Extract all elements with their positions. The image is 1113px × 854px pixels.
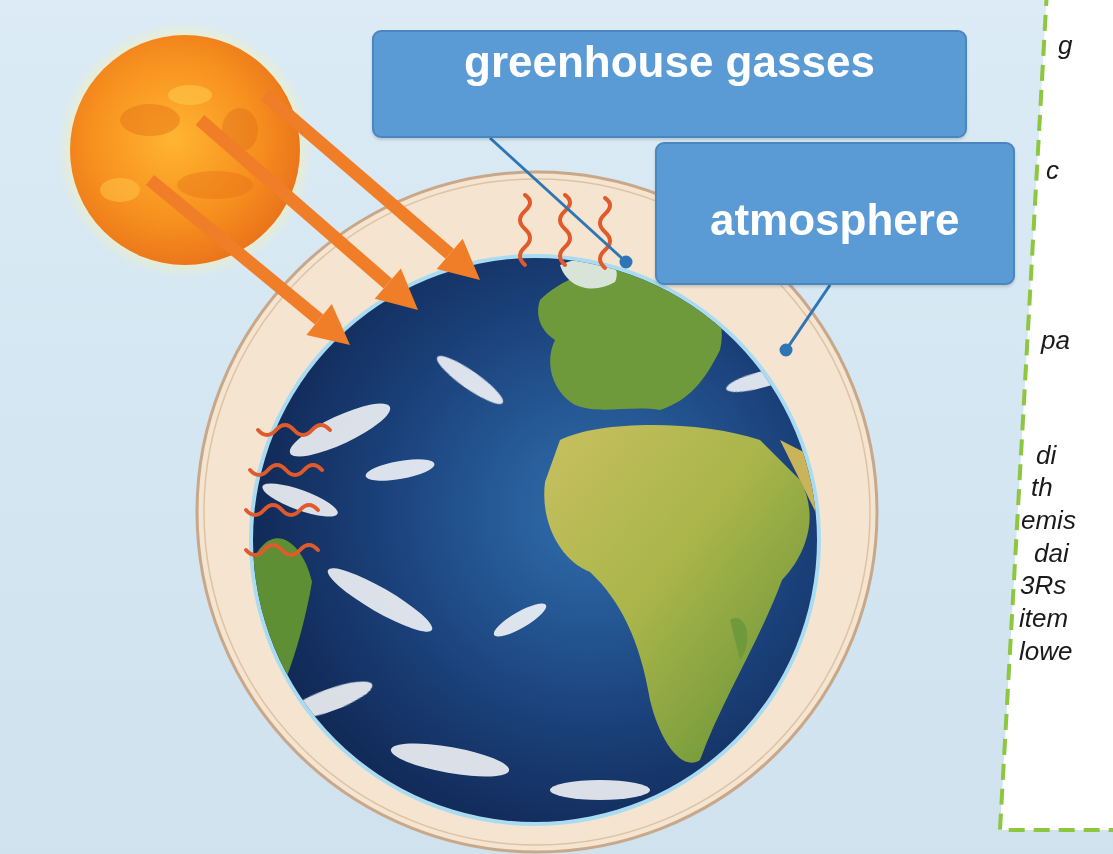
label-text: greenhouse gasses [464,37,875,87]
note-text: th [1031,472,1053,503]
heat-waves [246,195,610,555]
note-text: emis [1021,505,1076,536]
note-text: di [1036,440,1056,471]
sun [57,22,313,278]
dashed-border [1000,0,1113,830]
note-text: lowe [1019,636,1072,667]
note-outline [995,0,1113,835]
note-text: item [1019,603,1068,634]
note-panel: g c pa dithemisdai3Rsitemlowe [995,0,1113,835]
note-text: pa [1041,325,1070,356]
note-text: dai [1034,538,1069,569]
label-box: greenhouse gasses [372,30,967,138]
label-text: atmosphere [710,195,959,245]
label-box: atmosphere [655,142,1015,285]
note-text: c [1046,155,1059,186]
earth [240,254,835,826]
note-text: g [1058,30,1072,61]
note-text: 3Rs [1020,570,1066,601]
